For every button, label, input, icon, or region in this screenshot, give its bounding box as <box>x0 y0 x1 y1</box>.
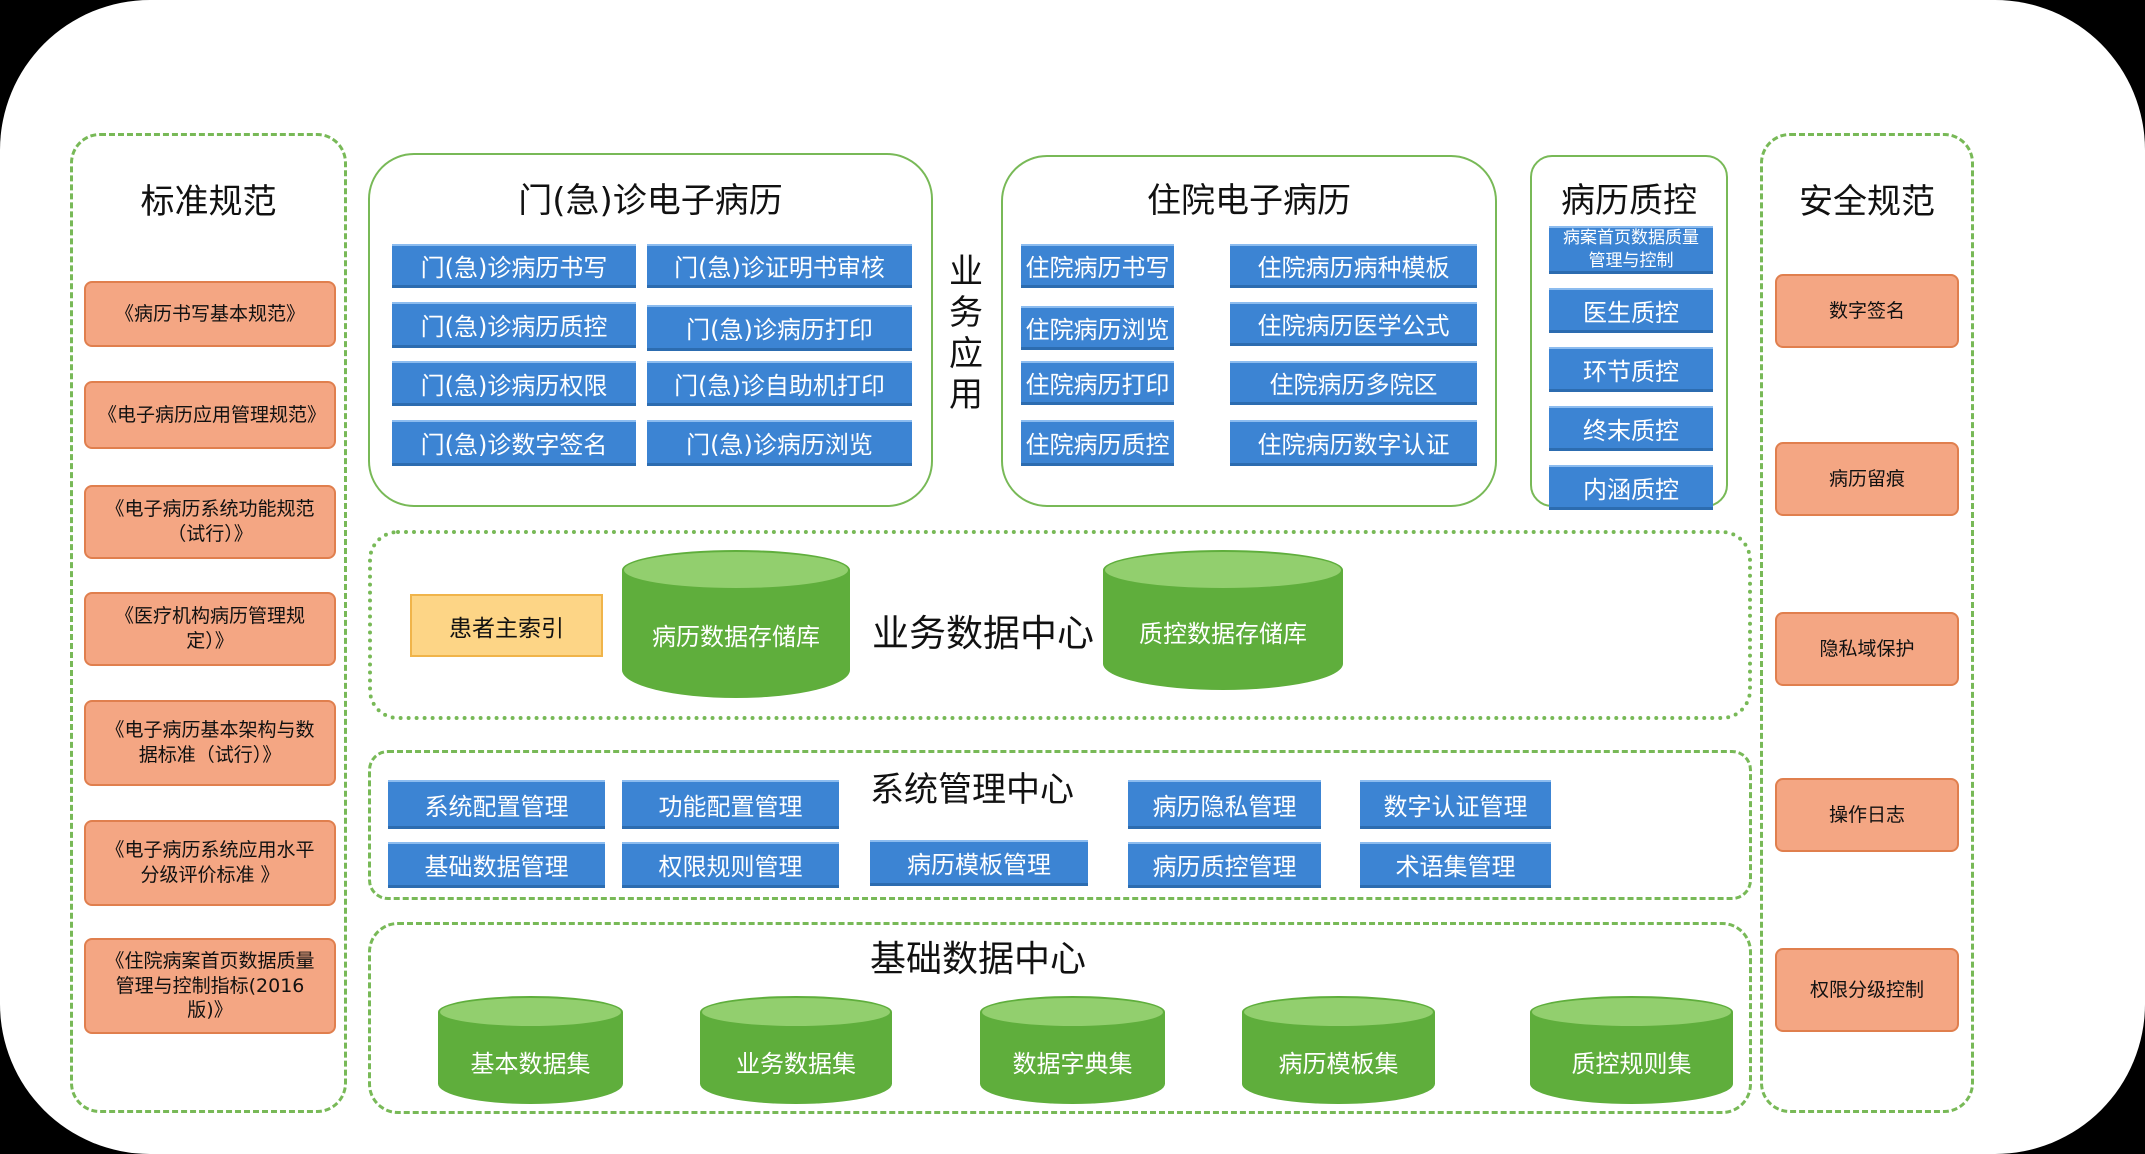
quality-item: 医生质控 <box>1549 288 1713 333</box>
emr-data-store-label: 病历数据存储库 <box>652 623 820 651</box>
quality-title: 病历质控 <box>1561 181 1697 221</box>
outpatient-item: 门(急)诊证明书审核 <box>647 244 912 288</box>
basic-data-title: 基础数据中心 <box>870 939 1087 980</box>
inpatient-item: 住院病历数字认证 <box>1230 420 1477 466</box>
inpatient-item: 住院病历打印 <box>1021 361 1174 405</box>
outpatient-item: 门(急)诊病历打印 <box>647 305 912 351</box>
security-item: 权限分级控制 <box>1775 948 1959 1032</box>
business-app-label: 业务应用 <box>949 252 983 415</box>
standard-item: 《电子病历基本架构与数据标准（试行）》 <box>84 700 336 786</box>
patient-master-index: 患者主索引 <box>410 594 603 657</box>
dictionary-dataset-label: 数据字典集 <box>1012 1050 1133 1078</box>
qc-rules-dataset-cylinder: 质控规则集 <box>1530 996 1733 1104</box>
system-mgmt-item: 功能配置管理 <box>622 780 839 829</box>
security-item: 病历留痕 <box>1775 442 1959 516</box>
standard-item: 《病历书写基本规范》 <box>84 281 336 347</box>
quality-item: 环节质控 <box>1549 347 1713 392</box>
business-dataset-label: 业务数据集 <box>736 1050 856 1078</box>
outpatient-emr-group: 门(急)诊电子病历 <box>368 153 933 507</box>
dictionary-dataset-cylinder: 数据字典集 <box>980 996 1165 1104</box>
quality-item: 内涵质控 <box>1549 465 1713 510</box>
security-item: 操作日志 <box>1775 778 1959 852</box>
security-title: 安全规范 <box>1799 182 1935 222</box>
business-data-center <box>368 530 1752 720</box>
outpatient-title: 门(急)诊电子病历 <box>518 181 783 221</box>
inpatient-item: 住院病历浏览 <box>1021 306 1174 350</box>
outpatient-item: 门(急)诊病历浏览 <box>647 420 912 466</box>
emr-data-store-cylinder: 病历数据存储库 <box>622 550 850 698</box>
inpatient-item: 住院病历质控 <box>1021 420 1174 466</box>
inpatient-item: 住院病历病种模板 <box>1230 244 1477 288</box>
inpatient-item: 住院病历医学公式 <box>1230 302 1477 346</box>
template-dataset-label: 病历模板集 <box>1278 1050 1399 1078</box>
outpatient-item: 门(急)诊自助机打印 <box>647 361 912 406</box>
standards-title: 标准规范 <box>140 182 277 222</box>
qc-data-store-label: 质控数据存储库 <box>1139 620 1307 648</box>
system-mgmt-item: 系统配置管理 <box>388 780 605 829</box>
system-mgmt-item: 基础数据管理 <box>388 842 605 888</box>
system-mgmt-item: 权限规则管理 <box>622 842 839 888</box>
inpatient-item: 住院病历书写 <box>1021 244 1174 288</box>
system-management-center <box>368 750 1752 900</box>
basic-data-center <box>368 922 1752 1114</box>
system-mgmt-item: 数字认证管理 <box>1360 780 1551 829</box>
security-item: 数字签名 <box>1775 274 1959 348</box>
standard-item: 《电子病历系统功能规范（试行）》 <box>84 485 336 559</box>
quality-item: 病案首页数据质量管理与控制 <box>1549 226 1713 274</box>
inpatient-emr-group: 住院电子病历 <box>1001 155 1497 507</box>
standards-panel: 标准规范 《病历书写基本规范》 《电子病历应用管理规范》 《电子病历系统功能规范… <box>70 133 347 1113</box>
outpatient-item: 门(急)诊数字签名 <box>392 420 636 466</box>
standard-item: 《医疗机构病历管理规定）》 <box>84 592 336 666</box>
outpatient-item: 门(急)诊病历权限 <box>392 361 636 406</box>
system-mgmt-item: 术语集管理 <box>1360 842 1551 888</box>
basic-dataset-label: 基本数据集 <box>470 1050 591 1078</box>
system-management-title: 系统管理中心 <box>870 770 1074 810</box>
inpatient-item: 住院病历多院区 <box>1230 361 1477 405</box>
quality-item: 终末质控 <box>1549 406 1713 451</box>
outpatient-item: 门(急)诊病历质控 <box>392 302 636 348</box>
quality-control-group: 病历质控 <box>1530 155 1728 507</box>
business-data-title: 业务数据中心 <box>872 612 1094 655</box>
security-item: 隐私域保护 <box>1775 612 1959 686</box>
business-dataset-cylinder: 业务数据集 <box>700 996 892 1104</box>
inpatient-title: 住院电子病历 <box>1147 181 1351 221</box>
qc-rules-dataset-label: 质控规则集 <box>1571 1050 1692 1078</box>
system-mgmt-item: 病历质控管理 <box>1128 842 1321 888</box>
standard-item: 《电子病历系统应用水平分级评价标准 》 <box>84 820 336 906</box>
standard-item: 《住院病案首页数据质量管理与控制指标(2016版)》 <box>84 938 336 1034</box>
outpatient-item: 门(急)诊病历书写 <box>392 244 636 288</box>
template-dataset-cylinder: 病历模板集 <box>1242 996 1435 1104</box>
standard-item: 《电子病历应用管理规范》 <box>84 381 336 449</box>
security-panel: 安全规范 数字签名 病历留痕 隐私域保护 操作日志 权限分级控制 <box>1760 133 1974 1113</box>
basic-dataset-cylinder: 基本数据集 <box>438 996 623 1104</box>
qc-data-store-cylinder: 质控数据存储库 <box>1103 550 1343 690</box>
system-mgmt-item: 病历模板管理 <box>870 840 1088 886</box>
system-mgmt-item: 病历隐私管理 <box>1128 780 1321 829</box>
